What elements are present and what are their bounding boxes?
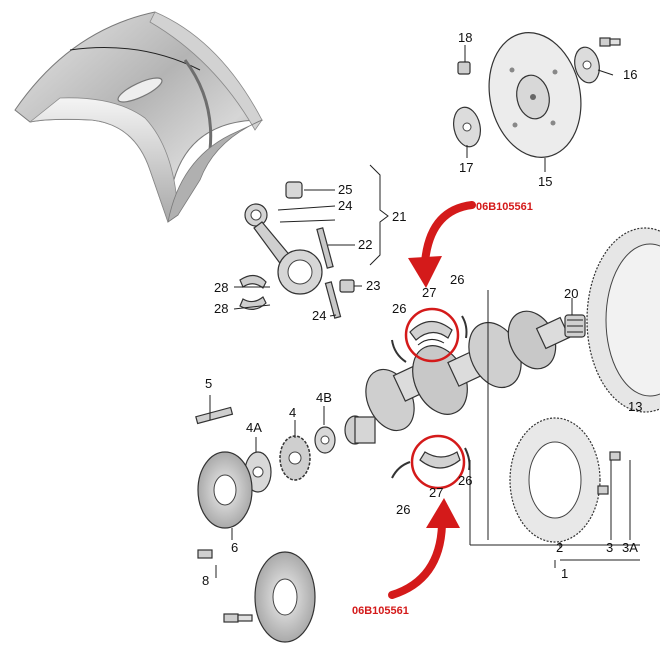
callout-26-top-left: 26 [392, 301, 406, 316]
connecting-rod [244, 203, 323, 295]
callout-21: 21 [392, 209, 406, 224]
callout-28-top: 28 [214, 280, 228, 295]
shim-plate-16 [574, 46, 600, 84]
bushing-25 [285, 181, 303, 199]
callout-24-top: 24 [338, 198, 352, 213]
red-arrow-top [408, 201, 476, 288]
callout-18: 18 [458, 30, 472, 45]
starter-ring-2 [509, 417, 601, 543]
leader-lines [233, 45, 614, 317]
callout-26-top-right: 26 [450, 272, 464, 287]
callout-20: 20 [564, 286, 578, 301]
callout-17: 17 [459, 160, 473, 175]
bolt-8 [197, 549, 213, 559]
callout-6: 6 [231, 540, 238, 555]
main-bearing-shell-lower [419, 451, 461, 469]
bolt-5 [195, 406, 234, 425]
callout-27-top: 27 [422, 285, 436, 300]
shim-plate-17 [453, 106, 481, 148]
callout-2: 2 [556, 540, 563, 555]
needle-bearing-20 [564, 314, 586, 338]
callout-22: 22 [358, 237, 372, 252]
callout-4: 4 [289, 405, 296, 420]
bolts-3 [597, 451, 621, 495]
callout-26-bottom-left: 26 [396, 502, 410, 517]
part-number-bottom: 06B105561 [352, 605, 409, 617]
rod-bolt-24 [324, 281, 342, 319]
callout-1: 1 [561, 566, 568, 581]
callout-24-bottom: 24 [312, 308, 326, 323]
bearing-shell-photo [14, 11, 264, 223]
bolt-18 [457, 61, 471, 75]
callout-3A: 3A [622, 540, 638, 555]
thrust-washers [391, 315, 471, 479]
crankshaft [344, 310, 571, 445]
bolt-damper [223, 613, 253, 623]
callout-26-bottom-right: 26 [458, 473, 472, 488]
callout-27-bottom: 27 [429, 485, 443, 500]
callout-15: 15 [538, 174, 552, 189]
callout-13: 13 [628, 399, 642, 414]
callout-23: 23 [366, 278, 380, 293]
sprocket-4 [279, 435, 311, 481]
callout-labels: 18 16 17 15 25 24 21 22 23 28 28 24 26 2… [202, 30, 642, 588]
rod-bolt-22 [316, 227, 334, 269]
drive-plate [488, 32, 582, 158]
bolt-upper-right [599, 37, 621, 47]
assembly-bracket-lines [209, 290, 640, 578]
callout-4B: 4B [316, 390, 332, 405]
part-number-top: 06B105561 [476, 201, 533, 213]
damper-pulley [254, 551, 316, 643]
main-bearing-shell-upper [409, 320, 453, 346]
callout-28-bottom: 28 [214, 301, 228, 316]
callout-5: 5 [205, 376, 212, 391]
washer-4B [314, 426, 336, 454]
rod-bearing-28 [239, 274, 267, 310]
callout-3: 3 [606, 540, 613, 555]
callout-8: 8 [202, 573, 209, 588]
red-arrow-bottom [388, 498, 460, 599]
callout-16: 16 [623, 67, 637, 82]
callout-4A: 4A [246, 420, 262, 435]
nut-23 [339, 279, 355, 293]
flywheel-ring-gear [586, 227, 660, 413]
pulley-6 [197, 451, 253, 529]
highlight-circles [404, 307, 466, 490]
callout-25: 25 [338, 182, 352, 197]
